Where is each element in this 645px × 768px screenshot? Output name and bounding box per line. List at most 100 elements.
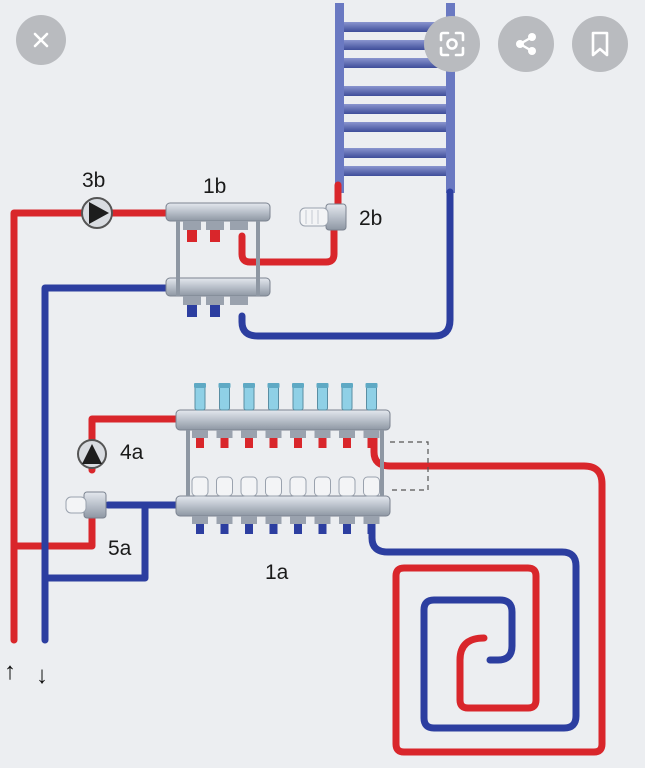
outlet-nut xyxy=(230,296,248,305)
flow-meter-cap xyxy=(218,383,231,388)
return-outlet xyxy=(294,524,302,534)
outlet-nut xyxy=(183,221,201,230)
flow-meter-cap xyxy=(341,383,353,388)
radiator-bar xyxy=(344,58,446,68)
manifold-bracket xyxy=(176,221,180,296)
flow-meter xyxy=(268,385,279,411)
outlet-blue xyxy=(187,305,197,317)
outlet-nut xyxy=(206,296,224,305)
floor-loop-branch-pipe xyxy=(10,506,96,550)
towel-radiator xyxy=(335,3,455,193)
radiator-right-rail xyxy=(446,3,455,193)
share-icon xyxy=(516,33,536,55)
flow-meter xyxy=(292,385,304,411)
outlet-red xyxy=(187,230,197,242)
actuator-head xyxy=(338,476,356,497)
flow-meter xyxy=(194,385,206,411)
close-button[interactable] xyxy=(16,15,66,65)
outlet-nut xyxy=(216,430,233,438)
return-outlet xyxy=(245,524,253,534)
mixing-valve-5a xyxy=(65,491,107,519)
outlet-nut xyxy=(192,430,208,438)
supply-outlet xyxy=(269,438,278,448)
supply-outlet xyxy=(245,438,253,448)
outlet-nut xyxy=(363,430,380,438)
radiator-left-rail xyxy=(335,3,344,193)
supply-outlet xyxy=(343,438,351,448)
radiator-bar xyxy=(344,166,446,176)
outlet-blue xyxy=(210,305,220,317)
manifold-1b-return-bar xyxy=(165,277,271,297)
outlet-nut xyxy=(339,430,355,438)
outlet-nut xyxy=(183,296,201,305)
actuator-head xyxy=(191,476,209,497)
lens-icon xyxy=(439,31,465,57)
flow-meter-cap xyxy=(316,383,329,388)
flow-meter-cap xyxy=(365,383,378,388)
flow-meter-cap xyxy=(194,383,206,388)
bookmark-button[interactable] xyxy=(572,16,628,72)
label-4a: 4a xyxy=(120,441,144,464)
radiator-bar xyxy=(344,104,446,114)
radiator-supply-pipe xyxy=(238,218,338,266)
radiator-bar xyxy=(344,122,446,132)
label-1a: 1a xyxy=(265,561,289,584)
main-return-pipe xyxy=(41,284,172,644)
actuator-head xyxy=(314,476,331,497)
return-outlet xyxy=(318,524,327,534)
actuator-head xyxy=(289,476,307,497)
label-2b: 2b xyxy=(359,207,383,230)
label-5a: 5a xyxy=(108,537,132,560)
return-outlet xyxy=(269,524,278,534)
radiator-bar xyxy=(344,40,446,50)
flow-meter-cap xyxy=(267,383,280,388)
supply-pipes xyxy=(10,181,606,756)
return-pipes xyxy=(41,188,580,732)
actuator-head xyxy=(363,476,380,497)
outlet-nut xyxy=(265,430,282,438)
radiator-bar xyxy=(344,22,446,32)
pump-4a xyxy=(77,439,107,469)
flow-meter xyxy=(243,385,255,411)
supply-outlet xyxy=(294,438,302,448)
flow-meter xyxy=(341,385,353,411)
return-arrow: ↓ xyxy=(36,662,48,689)
floor-loop-return-pipe xyxy=(41,501,182,582)
outlet-nut xyxy=(241,430,257,438)
supply-arrow: ↑ xyxy=(4,658,16,685)
outlet-nut xyxy=(230,221,248,230)
pump-direction-triangle xyxy=(89,202,109,224)
manifold-1a-supply-bar xyxy=(175,409,391,431)
outlet-nut xyxy=(314,430,331,438)
valve-head xyxy=(65,496,87,514)
return-outlet xyxy=(343,524,351,534)
pump-direction-triangle xyxy=(82,444,102,464)
return-outlet xyxy=(367,524,376,534)
main-supply-pipe xyxy=(10,209,89,644)
outlet-nut xyxy=(314,516,331,524)
supply-outlet xyxy=(196,438,204,448)
actuator-head xyxy=(265,476,282,497)
close-icon xyxy=(33,32,49,48)
manifold-1a xyxy=(175,383,391,534)
flow-meter xyxy=(317,385,328,411)
manifold-bracket xyxy=(256,221,260,296)
label-3b: 3b xyxy=(82,169,106,192)
share-button[interactable] xyxy=(498,16,554,72)
outlet-nut xyxy=(241,516,257,524)
floor-heating-supply-loop xyxy=(370,434,606,756)
supply-outlet xyxy=(220,438,229,448)
radiator-return-pipe xyxy=(238,188,454,340)
outlet-nut xyxy=(192,516,208,524)
outlet-nut xyxy=(265,516,282,524)
floor-heating-return-loop xyxy=(368,524,580,732)
outlet-red xyxy=(210,230,220,242)
lens-button[interactable] xyxy=(424,16,480,72)
manifold-1b xyxy=(165,202,271,317)
supply-outlet xyxy=(367,438,376,448)
valve-head xyxy=(299,207,329,227)
outlet-nut xyxy=(206,221,224,230)
supply-outlet xyxy=(318,438,327,448)
manifold-1a-return-bar xyxy=(175,495,391,517)
